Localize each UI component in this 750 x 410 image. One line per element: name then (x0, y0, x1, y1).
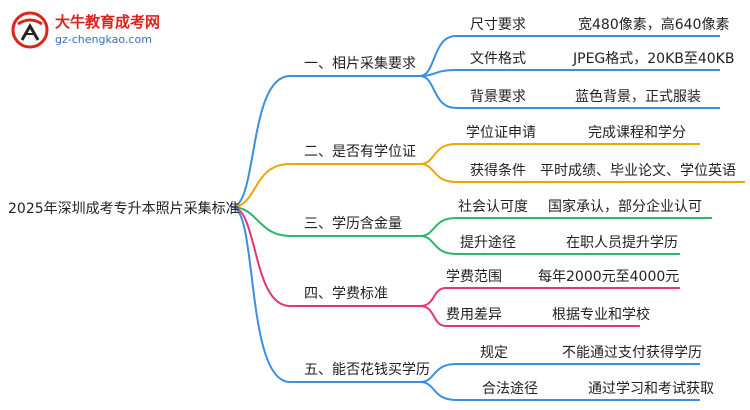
b4-leaf-1-key: 学费范围 (446, 269, 502, 285)
edge-root-b1 (231, 75, 291, 208)
logo-url: gz-chengkao.com (55, 33, 152, 46)
b3-leaf-2-value: 在职人员提升学历 (566, 235, 678, 251)
edge-b1-c3 (419, 75, 720, 109)
b3-leaf-1-key: 社会认可度 (458, 199, 528, 215)
b2-leaf-1-key: 学位证申请 (466, 125, 536, 141)
b2-leaf-1-value: 完成课程和学分 (588, 125, 686, 141)
root-topic: 2025年深圳成考专升本照片采集标准 (8, 201, 240, 217)
b1-leaf-1-key: 尺寸要求 (470, 17, 526, 33)
b1-leaf-3-value: 蓝色背景，正式服装 (575, 89, 701, 105)
branch-2-label: 二、是否有学位证 (304, 144, 416, 160)
branch-5-label: 五、能否花钱买学历 (304, 362, 430, 378)
b4-leaf-2-key: 费用差异 (446, 307, 502, 323)
b5-leaf-1-value: 不能通过支付获得学历 (562, 345, 702, 361)
edge-root-b3 (231, 206, 291, 237)
branch-1-label: 一、相片采集要求 (304, 56, 416, 72)
edge-b3-c2 (419, 235, 680, 255)
b1-leaf-3-key: 背景要求 (470, 89, 526, 105)
b5-leaf-1-key: 规定 (480, 345, 508, 361)
edge-b1-c1 (419, 35, 720, 77)
logo-title: 大牛教育成考网 (55, 13, 161, 31)
site-logo[interactable]: 大牛教育成考网 gz-chengkao.com (8, 8, 198, 52)
b1-leaf-2-key: 文件格式 (470, 51, 526, 67)
edge-b2-c2 (419, 163, 745, 183)
b2-leaf-2-key: 获得条件 (470, 163, 526, 179)
b5-leaf-2-key: 合法途径 (482, 381, 538, 397)
edge-b4-c1 (419, 287, 680, 307)
branch-3-label: 三、学历含金量 (304, 216, 402, 232)
edge-b1-c2 (419, 69, 720, 77)
edge-b5-c1 (419, 363, 700, 383)
branch-4-label: 四、学费标准 (304, 286, 388, 302)
edge-root-b5 (231, 206, 291, 383)
edge-b5-c2 (419, 381, 700, 401)
b1-leaf-1-value: 宽480像素，高640像素 (578, 17, 730, 33)
b4-leaf-1-value: 每年2000元至4000元 (538, 269, 680, 285)
edge-b3-c1 (419, 217, 712, 237)
edge-b4-c2 (419, 305, 640, 327)
edge-root-b2 (231, 163, 291, 208)
b2-leaf-2-value: 平时成绩、毕业论文、学位英语 (540, 163, 736, 179)
b3-leaf-1-value: 国家承认，部分企业认可 (548, 199, 702, 215)
b4-leaf-2-value: 根据专业和学校 (552, 307, 650, 323)
logo-mark-icon (11, 11, 49, 49)
edge-b2-c1 (419, 143, 700, 165)
b3-leaf-2-key: 提升途径 (460, 235, 516, 251)
b1-leaf-2-value: JPEG格式，20KB至40KB (573, 51, 735, 67)
b5-leaf-2-value: 通过学习和考试获取 (588, 381, 714, 397)
edge-root-b4 (231, 206, 291, 307)
